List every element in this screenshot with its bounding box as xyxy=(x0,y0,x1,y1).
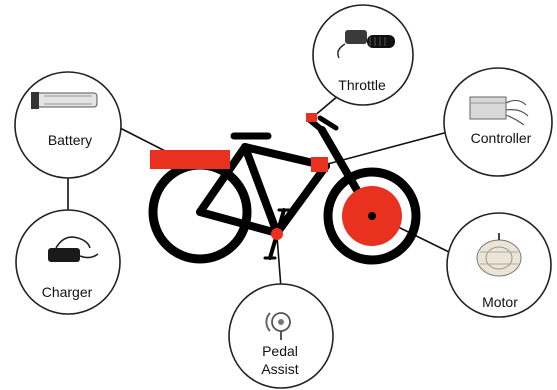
connector-pedal xyxy=(277,236,281,288)
throttle-label: Throttle xyxy=(338,77,386,93)
callout-controller: Controller xyxy=(444,68,552,176)
pedal-sensor-highlight xyxy=(271,228,283,240)
throttle-highlight xyxy=(306,113,317,122)
battery-label: Battery xyxy=(48,132,92,148)
pedal-assist-label-line1: Pedal xyxy=(262,343,298,359)
pedal-assist-label-line2: Assist xyxy=(261,361,298,377)
callout-motor: Motor xyxy=(447,213,551,317)
controller-label: Controller xyxy=(471,130,532,146)
callout-pedal-assist: Pedal Assist xyxy=(229,284,333,388)
callout-charger: Charger xyxy=(16,210,120,314)
callout-throttle: Throttle xyxy=(313,5,413,105)
controller-highlight xyxy=(311,157,328,172)
charger-label: Charger xyxy=(42,284,93,300)
callout-battery: Battery xyxy=(15,72,121,178)
battery-pack-icon xyxy=(31,92,97,109)
motor-label: Motor xyxy=(482,294,518,310)
battery-highlight xyxy=(150,150,230,169)
